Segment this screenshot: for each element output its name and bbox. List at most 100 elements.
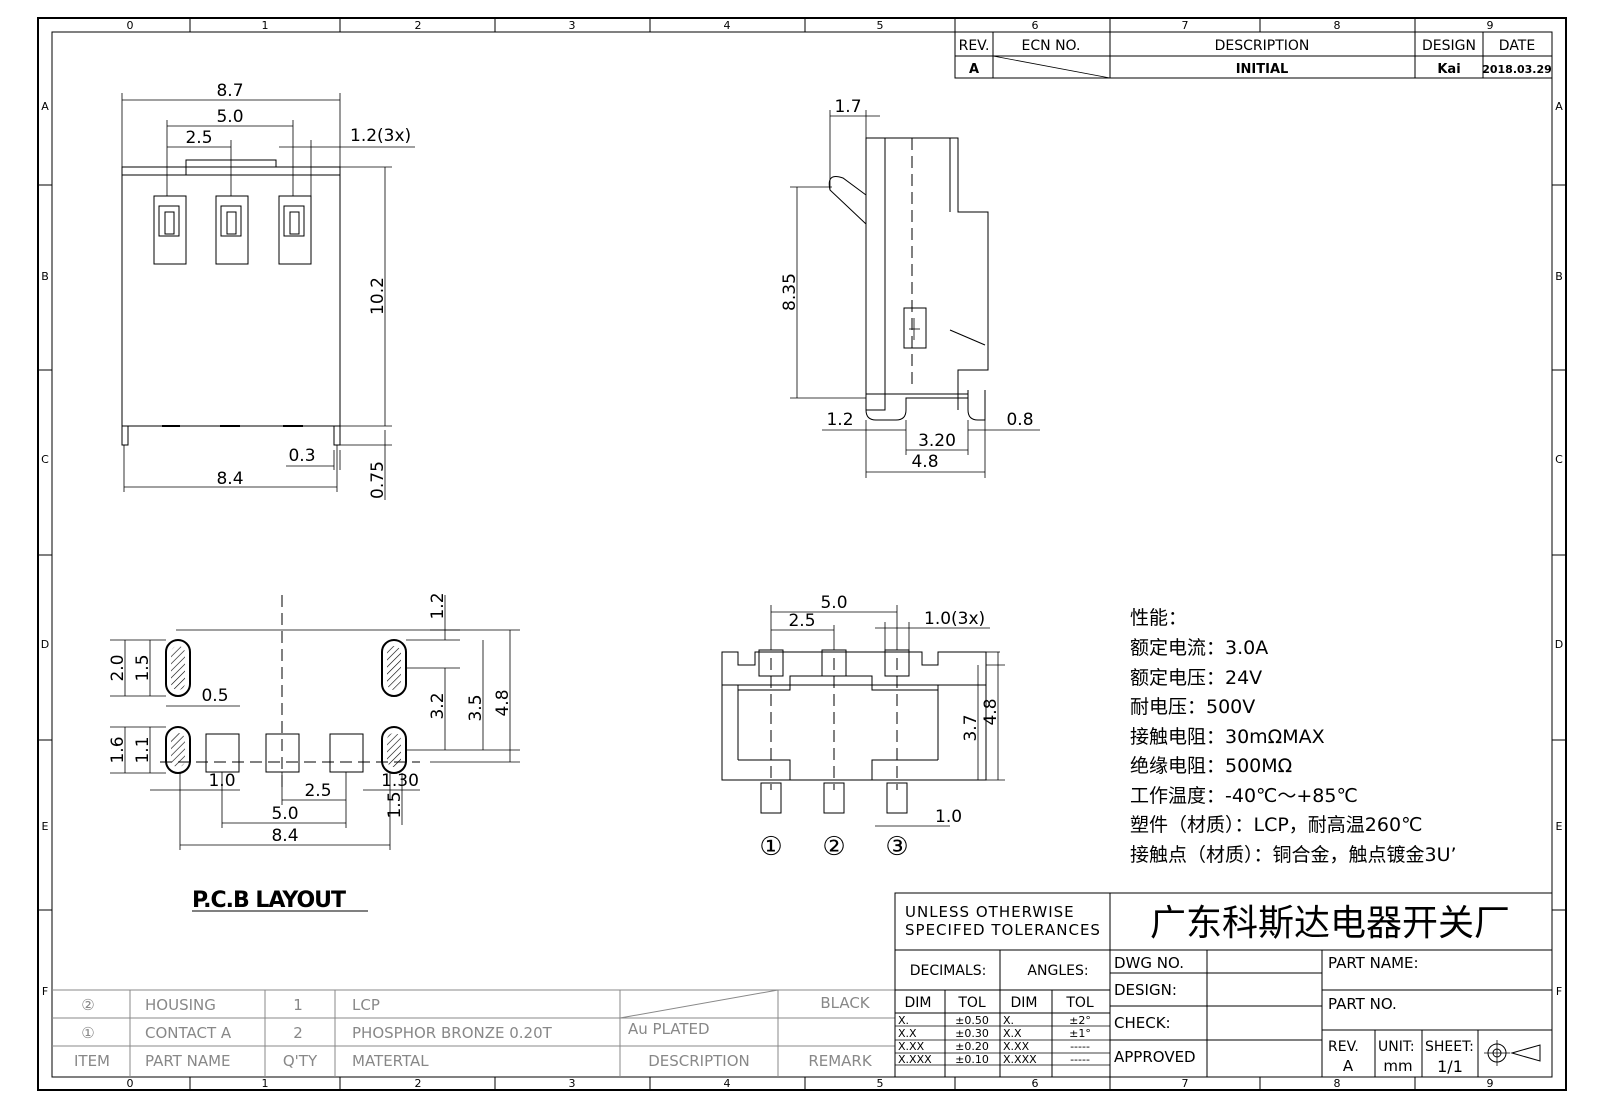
ang-row-2-dim: X.X — [1003, 1027, 1022, 1040]
zone-ticks — [38, 18, 1566, 1090]
bom-row-1-name: HOUSING — [145, 996, 216, 1014]
ecn-header: ECN NO. — [1022, 38, 1081, 54]
zone-col-8-top: 8 — [1334, 19, 1341, 32]
bom-header-material: MATERTAL — [352, 1052, 429, 1070]
zone-col-3-top: 3 — [569, 19, 576, 32]
pcb-pad-2 — [265, 733, 300, 773]
zone-row-labels: A B C D E F A B C D E F — [41, 100, 1563, 998]
spec-line-6: 工作温度：-40℃～+85℃ — [1130, 785, 1358, 807]
front-dim-pitch: 2.5 — [788, 611, 815, 631]
zone-col-1-bottom: 1 — [262, 1077, 269, 1090]
zone-col-2-top: 2 — [415, 19, 422, 32]
dec-row-1-dim: X. — [898, 1014, 909, 1027]
rev-header: REV. — [959, 38, 990, 54]
dec-row-4-tol: ±0.10 — [955, 1053, 989, 1066]
rev-label: REV. — [1328, 1039, 1359, 1055]
company-name: 广东科斯达电器开关厂 — [1150, 903, 1510, 944]
dwg-no-label: DWG NO. — [1114, 954, 1184, 972]
design-header: DESIGN — [1422, 38, 1476, 54]
dec-dim-header: DIM — [905, 995, 932, 1011]
tolerance-rows: X. ±0.50 X.X ±0.30 X.XX ±0.20 X.XXX ±0.1… — [898, 1014, 1091, 1066]
zone-row-c-right: C — [1555, 453, 1563, 466]
pcb-layout: 2.0 1.5 0.5 1.6 1.1 1.2 3.2 3.5 4.8 1.0 — [108, 592, 520, 913]
top-dim-lead-height: 0.75 — [368, 461, 388, 499]
spec-line-1: 额定电流：3.0A — [1130, 637, 1268, 659]
angles-label: ANGLES: — [1027, 963, 1088, 979]
side-view: 1.7 8.35 1.2 0.8 3.20 4.8 — [780, 97, 1040, 478]
specs-title: 性能： — [1130, 607, 1187, 629]
part-no-label: PART NO. — [1328, 995, 1397, 1013]
pcb-dim-v3: 4.8 — [493, 689, 513, 716]
zone-row-c-left: C — [41, 453, 49, 466]
dec-tol-header: TOL — [957, 995, 986, 1011]
top-view: 8.7 5.0 2.5 1.2(3x) 10.2 8.4 0.3 0.75 — [121, 81, 415, 500]
pin-number-3: ③ — [885, 832, 908, 862]
top-dim-height: 10.2 — [368, 277, 388, 315]
pcb-layout-title: P.C.B LAYOUT — [192, 888, 346, 913]
front-pin-2-bottom — [823, 782, 845, 814]
projection-symbol-icon — [1484, 1040, 1541, 1066]
zone-col-9-bottom: 9 — [1487, 1077, 1494, 1090]
zone-col-4-bottom: 4 — [724, 1077, 731, 1090]
ang-row-4-dim: X.XXX — [1003, 1053, 1037, 1066]
front-dim-h1: 3.7 — [961, 714, 981, 741]
bom-row-2-name: CONTACT A — [145, 1024, 232, 1042]
tol-note-1: UNLESS OTHERWISE — [905, 903, 1075, 921]
revision-table: REV. ECN NO. DESCRIPTION DESIGN DATE A I… — [954, 31, 1553, 79]
zone-row-b-right: B — [1555, 270, 1563, 283]
zone-row-f-right: F — [1556, 985, 1562, 998]
bom-header-item: ITEM — [74, 1052, 110, 1070]
date-header: DATE — [1499, 38, 1535, 54]
front-view: ① ② ③ 5.0 2.5 1.0(3x) 3.7 4.8 1.0 — [721, 593, 1005, 862]
bom-row-2-material: PHOSPHOR BRONZE 0.20T — [352, 1024, 553, 1042]
top-view-pin-2 — [215, 195, 249, 265]
ang-row-1-tol: ±2° — [1069, 1014, 1091, 1027]
rev-value: A — [969, 62, 979, 77]
pcb-oval-top-left — [165, 639, 191, 697]
zone-col-6-top: 6 — [1032, 19, 1039, 32]
bom-header-qty: Q'TY — [283, 1052, 318, 1070]
top-dim-lead-width: 0.3 — [288, 446, 315, 466]
pcb-dim-oval-w: 1.5 — [133, 654, 153, 681]
dec-row-2-tol: ±0.30 — [955, 1027, 989, 1040]
design-value: Kai — [1437, 62, 1460, 77]
decimals-label: DECIMALS: — [910, 963, 987, 979]
ang-row-4-tol: ----- — [1070, 1053, 1090, 1066]
pcb-dim-pitch-total: 5.0 — [271, 804, 298, 824]
description-value: INITIAL — [1236, 62, 1289, 77]
sheet-value: 1/1 — [1437, 1057, 1463, 1076]
unit-value: mm — [1383, 1057, 1412, 1075]
specs-block: 性能： 额定电流：3.0A 额定电压：24V 耐电压：500V 接触电阻：30m… — [1130, 607, 1457, 866]
bom-table: ② HOUSING 1 LCP BLACK ① CONTACT A 2 PHOS… — [52, 989, 895, 1077]
pcb-dim-oval2-w: 1.1 — [133, 736, 153, 763]
dec-row-3-tol: ±0.20 — [955, 1040, 989, 1053]
zone-row-d-left: D — [41, 638, 49, 651]
pcb-dim-v1: 3.2 — [428, 692, 448, 719]
pcb-pad-1 — [205, 733, 240, 773]
pcb-pad-3 — [329, 733, 364, 773]
top-dim-base-width: 8.4 — [216, 469, 243, 489]
zone-col-8-bottom: 8 — [1334, 1077, 1341, 1090]
sheet-label: SHEET: — [1425, 1039, 1474, 1055]
zone-row-b-left: B — [41, 270, 49, 283]
pcb-dim-oval-gap: 0.5 — [201, 686, 228, 706]
spec-line-3: 耐电压：500V — [1130, 696, 1255, 718]
zone-col-5-top: 5 — [877, 19, 884, 32]
bom-row-1-item: ② — [81, 996, 94, 1014]
check-label: CHECK: — [1114, 1014, 1171, 1032]
front-pin-3-bottom — [886, 782, 908, 814]
spec-line-5: 绝缘电阻：500MΩ — [1130, 755, 1292, 777]
bom-header-description: DESCRIPTION — [648, 1052, 750, 1070]
zone-col-7-bottom: 7 — [1182, 1077, 1189, 1090]
zone-col-2-bottom: 2 — [415, 1077, 422, 1090]
rev-value: A — [1343, 1057, 1354, 1075]
zone-row-a-right: A — [1555, 100, 1563, 113]
pcb-dim-top-off: 1.2 — [428, 592, 448, 619]
zone-col-7-top: 7 — [1182, 19, 1189, 32]
pin-number-1: ① — [759, 832, 782, 862]
pcb-dim-oval2-len: 1.6 — [108, 736, 128, 763]
front-dim-lead: 1.0 — [935, 807, 962, 827]
spec-line-8: 接触点（材质）：铜合金，触点镀金3U’ — [1130, 844, 1457, 866]
